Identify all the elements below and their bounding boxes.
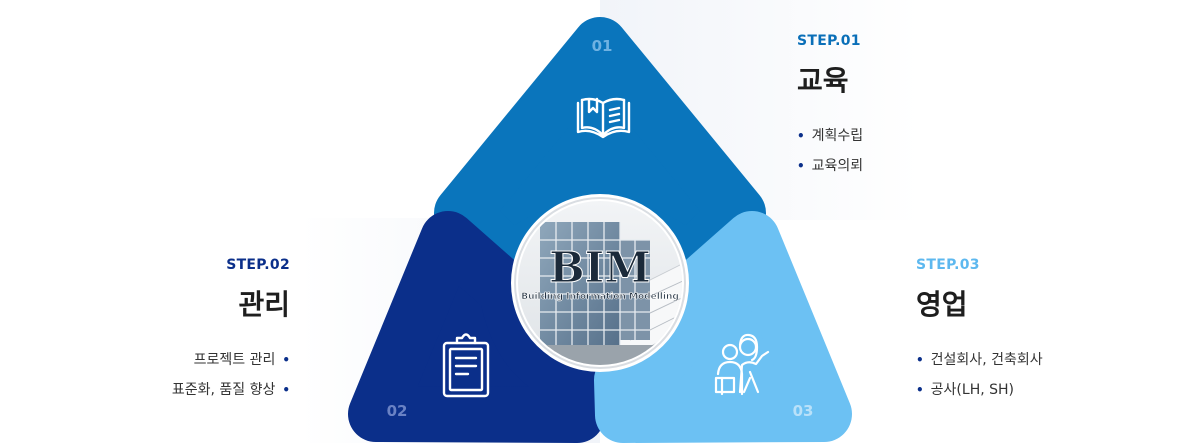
step-number-02: 02 xyxy=(387,402,408,420)
list-item: 프로젝트 관리• xyxy=(193,352,290,368)
step-01-title: 교육 xyxy=(797,64,849,97)
segment-02 xyxy=(348,211,606,443)
list-item: •교육의뢰 xyxy=(797,158,864,174)
open-book-icon xyxy=(576,97,631,139)
step-03-items: •건설회사, 건축회사 •공사(LH, SH) xyxy=(916,345,1043,405)
step-03-title: 영업 xyxy=(916,288,968,321)
clipboard-icon xyxy=(442,333,490,398)
list-item: •공사(LH, SH) xyxy=(916,382,1014,398)
bullet-icon: • xyxy=(916,383,924,397)
step-number-03: 03 xyxy=(793,402,814,420)
step-number-01: 01 xyxy=(592,37,613,55)
bullet-icon: • xyxy=(282,353,290,367)
bim-subtitle: Building Information Modelling xyxy=(521,292,679,302)
step-01-label: STEP.01 xyxy=(797,33,861,49)
step-02-title: 관리 xyxy=(238,288,290,321)
bullet-icon: • xyxy=(797,129,805,143)
step-02-items: 프로젝트 관리• 표준화, 품질 향상• xyxy=(172,345,290,405)
step-03-label: STEP.03 xyxy=(916,257,980,273)
step-01-info: STEP.01 교육 •계획수립 •교육의뢰 xyxy=(797,33,863,181)
list-item: •계획수립 xyxy=(797,128,864,144)
people-presentation-icon xyxy=(714,333,770,396)
bim-center-badge: BIM Building Information Modelling xyxy=(511,194,689,372)
step-01-items: •계획수립 •교육의뢰 xyxy=(797,121,863,181)
list-item: 표준화, 품질 향상• xyxy=(171,382,290,398)
bullet-icon: • xyxy=(916,353,924,367)
step-02-info: STEP.02 관리 프로젝트 관리• 표준화, 품질 향상• xyxy=(172,257,290,405)
step-02-label: STEP.02 xyxy=(226,257,290,273)
bullet-icon: • xyxy=(282,383,290,397)
step-03-info: STEP.03 영업 •건설회사, 건축회사 •공사(LH, SH) xyxy=(916,257,1043,405)
list-item: •건설회사, 건축회사 xyxy=(916,352,1043,368)
segment-03 xyxy=(594,211,852,443)
bullet-icon: • xyxy=(797,159,805,173)
bim-title: BIM xyxy=(549,243,651,292)
